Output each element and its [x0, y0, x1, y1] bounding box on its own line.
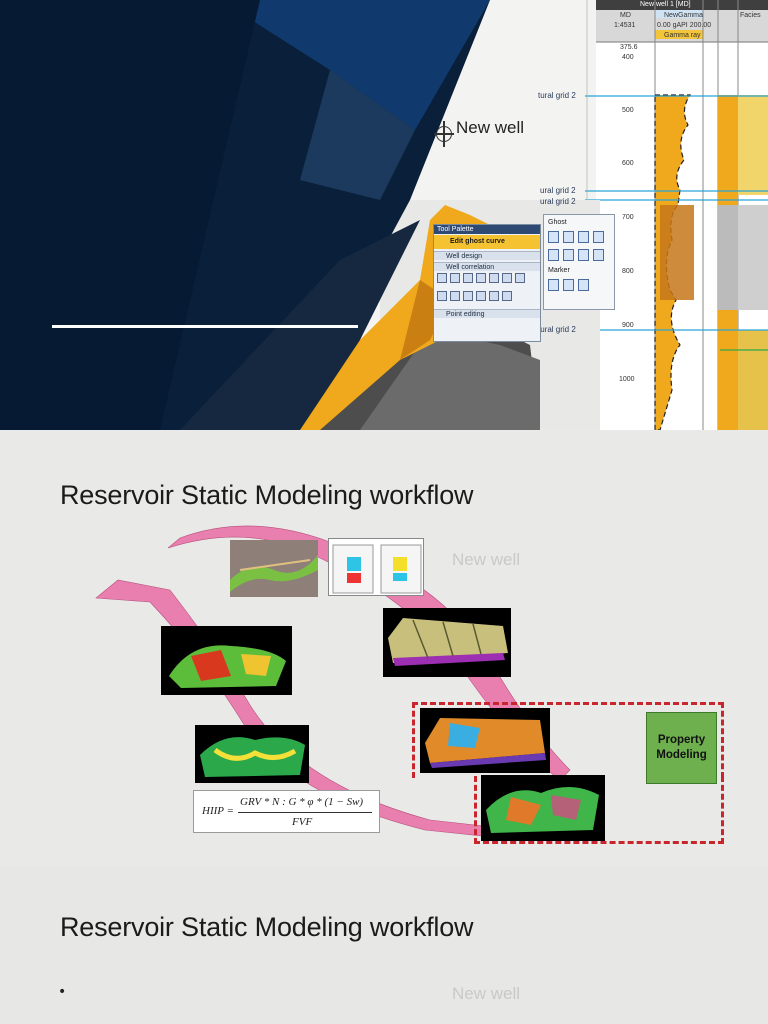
hiip-formula: HIIP = GRV * N : G * φ * (1 − Sw) FVF — [193, 790, 380, 833]
ghost-tools — [548, 231, 610, 243]
tool-icon[interactable] — [463, 273, 473, 283]
well-log-thumbnail — [328, 538, 424, 596]
property-model-thumbnail — [481, 775, 605, 841]
slide-title: Reservoir Static Modeling workflow — [60, 480, 474, 510]
tool-icon[interactable] — [450, 273, 460, 283]
log-well-name: New well 1 [MD] — [640, 1, 691, 8]
ghost-tool-icon[interactable] — [548, 249, 559, 261]
ghost-tool-icon[interactable] — [548, 231, 559, 243]
depth-label: 400 — [622, 54, 634, 61]
depth-label: 500 — [622, 107, 634, 114]
log-scale: 1:4531 — [614, 22, 636, 29]
title-slide: New well tural grid 2 ural grid 2 ural g… — [0, 0, 768, 430]
log-md: MD — [620, 12, 631, 19]
tool-icon[interactable] — [437, 291, 447, 301]
title-slide-background — [0, 0, 768, 430]
well-design-section[interactable]: Well design — [434, 251, 540, 260]
title-underline — [52, 325, 358, 328]
marker-tools — [548, 279, 610, 291]
tool-icon[interactable] — [476, 291, 486, 301]
tool-icon[interactable] — [463, 291, 473, 301]
watermark-text: New well — [452, 984, 521, 1003]
workflow-slide: New well Reservoir Static Modeling workf… — [0, 430, 768, 866]
marker-tool-icon[interactable] — [563, 279, 574, 291]
grid-model-thumbnail — [195, 725, 309, 783]
depth-label: 600 — [622, 160, 634, 167]
depth-label: 1000 — [619, 376, 635, 383]
edit-ghost-curve-button[interactable]: Edit ghost curve — [434, 235, 540, 249]
workflow-slide-2: New well Reservoir Static Modeling workf… — [0, 866, 768, 1024]
formula-fraction-bar — [238, 812, 372, 813]
grid-label: tural grid 2 — [538, 325, 576, 334]
marker-tool-icon[interactable] — [548, 279, 559, 291]
grid-label: ural grid 2 — [540, 186, 576, 195]
tool-icon[interactable] — [502, 291, 512, 301]
depth-label: 900 — [622, 322, 634, 329]
marker-tool-icon[interactable] — [578, 279, 589, 291]
property-modeling-line2: Modeling — [656, 749, 707, 761]
formula-lhs: HIIP = — [202, 805, 234, 817]
depth-label: 800 — [622, 268, 634, 275]
well-correlation-section[interactable]: Well correlation — [434, 262, 540, 271]
log-curve-name: NewGamma — [664, 12, 703, 19]
new-well-label: New well — [456, 118, 525, 137]
watermark-text: New well — [452, 550, 521, 569]
log-facies: Facies — [740, 12, 761, 19]
fault-model-thumbnail — [383, 608, 511, 677]
ghost-tool-icon[interactable] — [578, 231, 589, 243]
ghost-tools-row2 — [548, 249, 610, 261]
well-correlation-tools — [437, 273, 537, 289]
tool-icon[interactable] — [437, 273, 447, 283]
depth-label: 375.6 — [620, 44, 638, 51]
new-well-marker-icon — [434, 121, 454, 147]
tool-icon[interactable] — [450, 291, 460, 301]
formula-denominator: FVF — [292, 816, 313, 828]
ghost-label: Ghost — [548, 219, 567, 226]
log-gamma: Gamma ray — [664, 32, 701, 39]
facies-model-thumbnail — [420, 708, 550, 773]
well-correlation-tools-row2 — [437, 291, 537, 307]
ghost-tool-icon[interactable] — [563, 249, 574, 261]
grid-label: tural grid 2 — [538, 91, 576, 100]
log-range: 0.00 gAPI 200.00 — [657, 22, 712, 29]
ghost-tool-icon[interactable] — [593, 231, 604, 243]
structural-model-thumbnail — [161, 626, 292, 695]
tool-icon[interactable] — [515, 273, 525, 283]
point-editing-section[interactable]: Point editing — [434, 309, 540, 318]
depth-label: 700 — [622, 214, 634, 221]
seismic-thumbnail — [230, 540, 318, 597]
tool-palette[interactable]: Tool Palette Edit ghost curve Well desig… — [433, 224, 541, 342]
ghost-tool-icon[interactable] — [593, 249, 604, 261]
slide-title: Reservoir Static Modeling workflow — [60, 912, 474, 942]
tool-icon[interactable] — [489, 291, 499, 301]
ghost-panel: Ghost Marker — [543, 214, 615, 310]
tool-icon[interactable] — [502, 273, 512, 283]
tool-palette-title: Tool Palette — [434, 225, 540, 234]
ghost-tool-icon[interactable] — [563, 231, 574, 243]
property-modeling-highlight-bottom — [474, 776, 724, 844]
bullet-point: • — [58, 984, 67, 1000]
tool-icon[interactable] — [476, 273, 486, 283]
tool-icon[interactable] — [489, 273, 499, 283]
property-modeling-highlight-top — [412, 702, 724, 778]
property-modeling-line1: Property — [657, 734, 706, 746]
grid-label: ural grid 2 — [540, 197, 576, 206]
ghost-tool-icon[interactable] — [578, 249, 589, 261]
formula-numerator: GRV * N : G * φ * (1 − Sw) — [240, 796, 364, 808]
marker-label: Marker — [548, 267, 570, 274]
